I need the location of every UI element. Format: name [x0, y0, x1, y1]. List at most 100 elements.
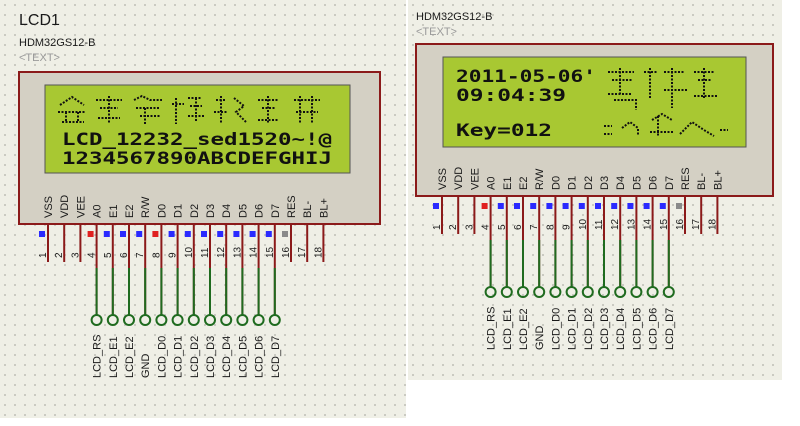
- pin-number-2: 2: [54, 252, 65, 258]
- net-terminal-11[interactable]: [268, 314, 281, 326]
- pin-state-13: [627, 203, 634, 209]
- pin-number-13: 13: [232, 246, 243, 258]
- pin-number-2: 2: [448, 224, 459, 230]
- net-terminal-4[interactable]: [155, 314, 168, 326]
- net-terminal-2[interactable]: [517, 286, 529, 298]
- net-terminal-9[interactable]: [236, 314, 249, 326]
- pin-name-d7: D7: [664, 176, 676, 190]
- pin-state-10: [184, 231, 191, 237]
- lcd-key: Key=012: [456, 121, 552, 141]
- pin-state-1: [433, 203, 439, 209]
- net-terminal-8[interactable]: [614, 286, 627, 298]
- net-label-7: LCD_D3: [205, 336, 217, 378]
- component-reference[interactable]: LCD1: [19, 12, 60, 29]
- left-schematic-panel[interactable]: LCD1 HDM32GS12-B <TEXT> LCD_12232_sed152…: [0, 0, 406, 418]
- net-terminal-3[interactable]: [533, 286, 546, 298]
- net-terminal-1[interactable]: [500, 286, 513, 298]
- lcd-line-1: LCD_12232_sed1520~!@: [62, 130, 332, 150]
- net-terminal-8[interactable]: [220, 314, 233, 326]
- pin-name-bl+: BL+: [318, 198, 330, 218]
- net-label-8: LCD_D4: [615, 308, 627, 350]
- component-part-name[interactable]: HDM32GS12-B: [19, 37, 96, 49]
- pin-name-d6: D6: [254, 204, 266, 218]
- net-terminal-0[interactable]: [484, 286, 497, 298]
- net-terminal-2[interactable]: [123, 314, 135, 326]
- pin-number-6: 6: [119, 252, 130, 258]
- net-terminal-10[interactable]: [252, 314, 265, 326]
- net-terminal-0[interactable]: [90, 314, 103, 326]
- net-terminal-9[interactable]: [630, 286, 643, 298]
- pin-name-a0: A0: [92, 205, 104, 218]
- pin-number-12: 12: [610, 218, 621, 230]
- net-terminal-11[interactable]: [662, 286, 675, 298]
- pin-name-rw: R/W: [534, 168, 546, 190]
- pin-name-d5: D5: [631, 176, 643, 190]
- pin-number-16: 16: [675, 218, 686, 230]
- pin-name-e1: E1: [108, 205, 120, 218]
- net-label-1: LCD_E1: [502, 308, 514, 350]
- net-terminal-5[interactable]: [565, 286, 578, 298]
- net-terminal-7[interactable]: [204, 314, 216, 326]
- pin-name-d2: D2: [583, 176, 595, 190]
- pin-number-4: 4: [87, 252, 98, 258]
- component-text-placeholder-right[interactable]: <TEXT>: [416, 26, 457, 38]
- pin-number-10: 10: [578, 218, 589, 230]
- pin-number-8: 8: [545, 224, 556, 230]
- pin-number-17: 17: [691, 218, 702, 230]
- pin-state-7: [530, 203, 537, 209]
- pin-name-res: RES: [680, 167, 692, 190]
- net-label-11: LCD_D7: [270, 336, 282, 378]
- lcd-line-2: 1234567890ABCDEFGHIJ: [62, 149, 332, 169]
- pin-number-13: 13: [626, 218, 637, 230]
- net-label-6: LCD_D2: [189, 336, 201, 378]
- net-terminal-1[interactable]: [106, 314, 119, 326]
- net-label-5: LCD_D1: [173, 336, 185, 378]
- net-label-9: LCD_D5: [237, 336, 249, 378]
- pin-number-12: 12: [216, 246, 227, 258]
- left-lcd-symbol[interactable]: LCD_12232_sed1520~!@ 1234567890ABCDEFGHI…: [0, 0, 406, 418]
- right-lcd-symbol[interactable]: 2011-05-06' 09:04:39 Key=012 VSS1VDD2VEE…: [408, 0, 782, 380]
- net-terminal-6[interactable]: [187, 314, 200, 326]
- pin-name-d2: D2: [189, 204, 201, 218]
- net-terminal-10[interactable]: [646, 286, 659, 298]
- net-label-9: LCD_D5: [631, 308, 643, 350]
- component-text-placeholder[interactable]: <TEXT>: [19, 52, 60, 64]
- net-label-2: LCD_E2: [124, 336, 136, 378]
- net-label-10: LCD_D6: [648, 308, 660, 350]
- pin-number-8: 8: [151, 252, 162, 258]
- pin-number-9: 9: [562, 224, 573, 230]
- net-terminal-6[interactable]: [581, 286, 594, 298]
- pin-state-5: [103, 231, 110, 237]
- net-label-0: LCD_RS: [92, 335, 104, 378]
- pin-number-7: 7: [135, 252, 146, 258]
- net-terminal-7[interactable]: [598, 286, 610, 298]
- right-schematic-panel[interactable]: HDM32GS12-B <TEXT> 2011-05-06' 09:04:39 …: [408, 0, 782, 380]
- net-terminal-3[interactable]: [139, 314, 152, 326]
- pin-state-16: [282, 231, 288, 237]
- pin-state-8: [152, 231, 159, 237]
- pin-number-15: 15: [659, 218, 670, 230]
- net-label-10: LCD_D6: [254, 336, 266, 378]
- pin-state-13: [233, 231, 240, 237]
- net-label-7: LCD_D3: [599, 308, 611, 350]
- component-part-name-right[interactable]: HDM32GS12-B: [416, 11, 493, 23]
- pin-number-17: 17: [297, 246, 308, 258]
- pin-name-vee: VEE: [75, 196, 87, 218]
- pin-name-d3: D3: [205, 204, 217, 218]
- pin-state-15: [659, 203, 666, 209]
- pin-name-vdd: VDD: [453, 167, 465, 190]
- pin-state-12: [217, 231, 224, 237]
- pin-number-5: 5: [497, 224, 508, 230]
- net-terminal-4[interactable]: [549, 286, 562, 298]
- pin-number-3: 3: [70, 252, 81, 258]
- pin-state-11: [201, 231, 207, 237]
- pin-number-14: 14: [249, 246, 260, 258]
- pin-state-9: [168, 231, 175, 237]
- net-terminal-5[interactable]: [171, 314, 184, 326]
- pin-state-5: [497, 203, 504, 209]
- net-label-3: GND: [140, 354, 152, 379]
- net-label-3: GND: [534, 326, 546, 351]
- pin-state-6: [120, 231, 126, 237]
